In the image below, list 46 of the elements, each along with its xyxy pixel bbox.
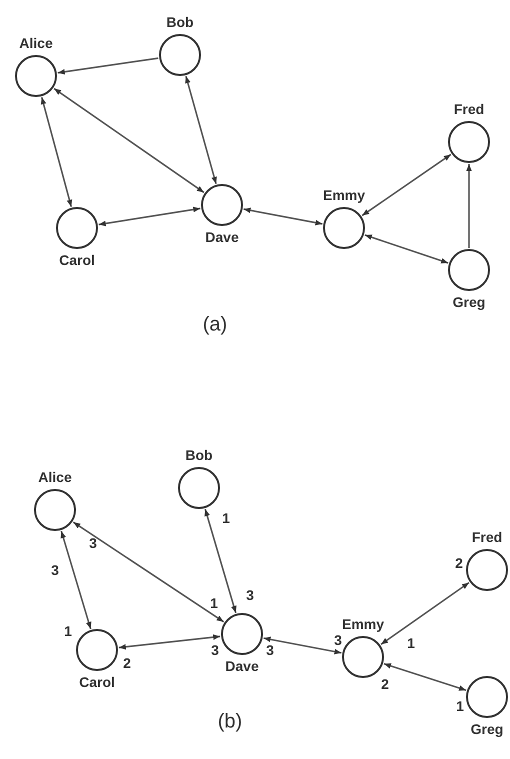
node-name: Alice <box>38 469 72 485</box>
end-number: 3 <box>334 632 342 648</box>
panel-caption: (a) <box>202 314 228 336</box>
end-number: 2 <box>123 655 131 671</box>
arrow <box>118 634 220 650</box>
arrow <box>60 530 92 630</box>
end-number: 1 <box>64 623 72 639</box>
end-number: 1 <box>456 698 464 714</box>
end-number: 3 <box>51 562 59 578</box>
node-name: Dave <box>225 658 259 674</box>
arrow <box>54 88 204 194</box>
node-name: Bob <box>185 447 213 463</box>
arrow <box>72 522 224 622</box>
end-number: 2 <box>381 676 389 692</box>
arrow <box>466 164 472 248</box>
end-number: 3 <box>246 587 254 603</box>
node-name: Fred <box>454 101 484 117</box>
node-name: Fred <box>472 529 502 545</box>
node-name: Alice <box>19 35 53 51</box>
arrow <box>98 206 200 226</box>
arrow <box>58 57 158 75</box>
arrow <box>384 663 466 691</box>
node-name: Greg <box>452 294 486 310</box>
node-name: Greg <box>470 721 504 737</box>
node-name: Emmy <box>322 187 366 203</box>
node-name: Bob <box>166 14 194 30</box>
arrow <box>185 76 217 184</box>
end-number: 3 <box>89 535 97 551</box>
node-name: Carol <box>79 674 115 690</box>
end-number: 2 <box>455 555 463 571</box>
arrow <box>362 154 452 216</box>
node-name: Carol <box>59 252 95 268</box>
arrow <box>380 582 470 646</box>
end-number: 1 <box>407 635 415 651</box>
node-name: Emmy <box>342 616 384 632</box>
end-number: 3 <box>266 642 274 658</box>
arrow <box>204 508 237 614</box>
node-name: Dave <box>205 229 239 245</box>
end-number: 1 <box>210 595 218 611</box>
end-number: 1 <box>222 510 230 526</box>
panel-caption: (b) <box>218 710 242 734</box>
arrow <box>263 636 342 654</box>
arrow <box>364 234 448 264</box>
arrow <box>243 208 323 226</box>
arrow <box>40 97 72 207</box>
end-number: 3 <box>211 642 219 658</box>
